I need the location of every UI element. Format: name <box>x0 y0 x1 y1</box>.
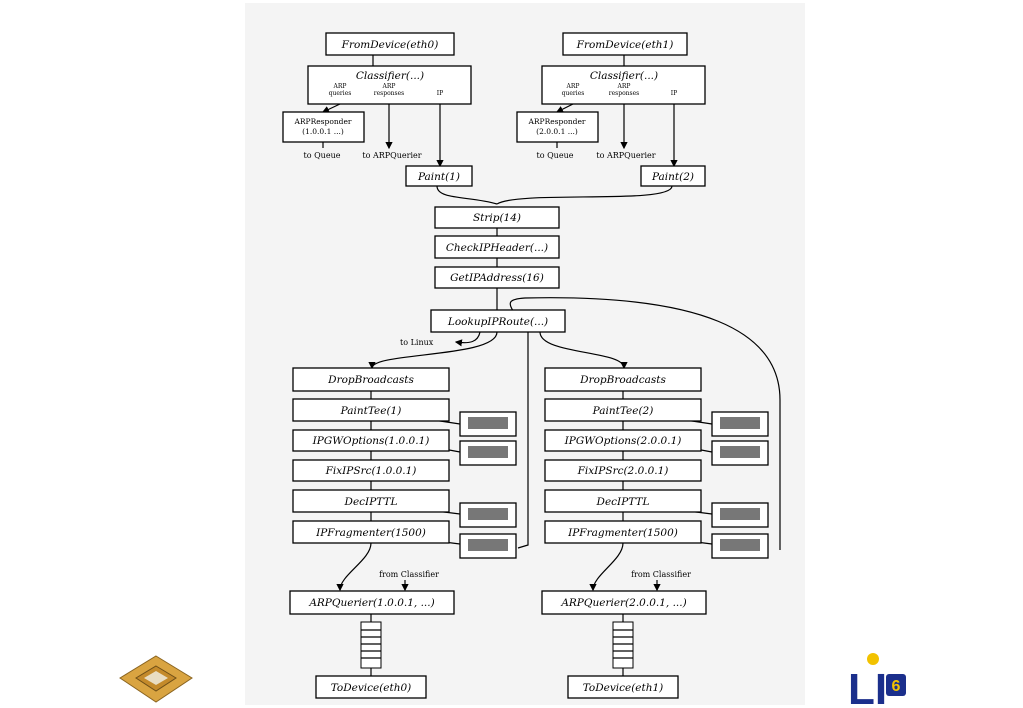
label-ipfragmenter-left: IPFragmenter(1500) <box>315 527 426 539</box>
label-arpquerier-left: ARPQuerier(1.0.0.1, ...) <box>308 597 434 609</box>
node-ipgwoptions-right: IPGWOptions(2.0.0.1) <box>544 429 702 452</box>
label-painttee-left: PaintTee(1) <box>340 405 402 417</box>
label-dropbroadcasts-left: DropBroadcasts <box>327 374 414 386</box>
label-arpresponder-0: ARPResponder <box>293 117 351 126</box>
node-fixipsrc-right: FixIPSrc(2.0.0.1) <box>544 459 702 482</box>
node-arpquerier-left: ARPQuerier(1.0.0.1, ...) <box>289 590 455 615</box>
label-fixipsrc-left: FixIPSrc(1.0.0.1) <box>325 465 417 477</box>
node-ipfragmenter-right: IPFragmenter(1500) <box>544 520 702 544</box>
node-dropbroadcasts-left: DropBroadcasts <box>292 367 450 392</box>
note-to-queue-1: to Queue <box>537 151 574 160</box>
node-arpresponder-1: ARPResponder (2.0.0.1 ...) <box>516 111 599 143</box>
note-to-arpquerier-1: to ARPQuerier <box>596 151 655 160</box>
note-from-classifier-right: from Classifier <box>631 570 691 579</box>
node-todevice-eth1: ToDevice(eth1) <box>567 675 679 699</box>
node-arpquerier-right: ARPQuerier(2.0.0.1, ...) <box>541 590 707 615</box>
node-fixipsrc-left: FixIPSrc(1.0.0.1) <box>292 459 450 482</box>
port-label-ip: IP <box>437 90 443 97</box>
label-arpresponder-1-args: (2.0.0.1 ...) <box>536 127 578 136</box>
port-label-arp-queries-1b: ARP <box>566 83 580 90</box>
label-arpresponder-0-args: (1.0.0.1 ...) <box>302 127 344 136</box>
label-dropbroadcasts-right: DropBroadcasts <box>579 374 666 386</box>
label-classifier-0: Classifier(...) <box>356 70 424 82</box>
port-label-ip-b: IP <box>671 90 677 97</box>
label-paint-2: Paint(2) <box>651 171 694 183</box>
node-getipaddress: GetIPAddress(16) <box>434 266 560 289</box>
label-checkipheader: CheckIPHeader(...) <box>446 242 548 254</box>
label-arpquerier-right: ARPQuerier(2.0.0.1, ...) <box>560 597 686 609</box>
label-decipttl-left: DecIPTTL <box>344 496 398 508</box>
node-ipgwoptions-left: IPGWOptions(1.0.0.1) <box>292 429 450 452</box>
label-fromdevice-eth1: FromDevice(eth1) <box>576 39 674 51</box>
node-dropbroadcasts-right: DropBroadcasts <box>544 367 702 392</box>
edges <box>321 55 781 676</box>
node-painttee-left: PaintTee(1) <box>292 398 450 422</box>
label-lookupiproute: LookupIPRoute(...) <box>447 316 548 328</box>
note-to-queue-0: to Queue <box>304 151 341 160</box>
label-todevice-eth1: ToDevice(eth1) <box>583 682 664 694</box>
node-checkipheader: CheckIPHeader(...) <box>434 235 560 259</box>
label-fixipsrc-right: FixIPSrc(2.0.0.1) <box>577 465 669 477</box>
label-classifier-1: Classifier(...) <box>590 70 658 82</box>
port-label-arp-responses-1: ARP <box>382 83 396 90</box>
error-handlers-right <box>711 411 769 559</box>
node-strip: Strip(14) <box>434 206 560 229</box>
label-todevice-eth0: ToDevice(eth0) <box>331 682 412 694</box>
port-label-arp-queries-2b: queries <box>562 90 585 97</box>
label-decipttl-right: DecIPTTL <box>596 496 650 508</box>
node-painttee-right: PaintTee(2) <box>544 398 702 422</box>
label-ipgwoptions-left: IPGWOptions(1.0.0.1) <box>312 435 430 447</box>
node-paint-2: Paint(2) <box>640 165 706 187</box>
node-classifier-1: Classifier(...) ARP queries ARP response… <box>541 65 706 105</box>
node-classifier-0: Classifier(...) ARP queries ARP response… <box>307 65 472 105</box>
label-getipaddress: GetIPAddress(16) <box>450 272 544 284</box>
cpu-chip-icon <box>119 655 193 703</box>
port-label-arp-queries-1: ARP <box>333 83 347 90</box>
note-to-arpquerier-0: to ARPQuerier <box>362 151 421 160</box>
port-label-arp-responses-2b: responses <box>609 90 640 97</box>
node-arpresponder-0: ARPResponder (1.0.0.1 ...) <box>282 111 365 143</box>
label-arpresponder-1: ARPResponder <box>527 117 585 126</box>
node-ipfragmenter-left: IPFragmenter(1500) <box>292 520 450 544</box>
port-label-arp-responses-1b: ARP <box>617 83 631 90</box>
node-lookupiproute: LookupIPRoute(...) <box>430 309 566 333</box>
label-ipgwoptions-right: IPGWOptions(2.0.0.1) <box>564 435 682 447</box>
node-fromdevice-eth0: FromDevice(eth0) <box>325 32 455 56</box>
port-label-arp-queries-2: queries <box>329 90 352 97</box>
node-todevice-eth0: ToDevice(eth0) <box>315 675 427 699</box>
note-to-linux: to Linux <box>400 338 434 347</box>
note-from-classifier-left: from Classifier <box>379 570 439 579</box>
label-paint-1: Paint(1) <box>417 171 460 183</box>
port-label-arp-responses-2: responses <box>374 90 405 97</box>
queue-right-icon <box>612 621 634 669</box>
label-strip: Strip(14) <box>473 212 521 224</box>
queue-left-icon <box>360 621 382 669</box>
logo-number: 6 <box>892 678 901 695</box>
lip6-logo: LI 6 <box>848 653 906 708</box>
node-decipttl-left: DecIPTTL <box>292 489 450 513</box>
node-decipttl-right: DecIPTTL <box>544 489 702 513</box>
logo-letters: LI <box>848 665 887 708</box>
error-handlers-left <box>459 411 517 559</box>
label-painttee-right: PaintTee(2) <box>592 405 654 417</box>
node-paint-1: Paint(1) <box>405 165 473 187</box>
node-fromdevice-eth1: FromDevice(eth1) <box>562 32 688 56</box>
label-fromdevice-eth0: FromDevice(eth0) <box>341 39 439 51</box>
label-ipfragmenter-right: IPFragmenter(1500) <box>567 527 678 539</box>
